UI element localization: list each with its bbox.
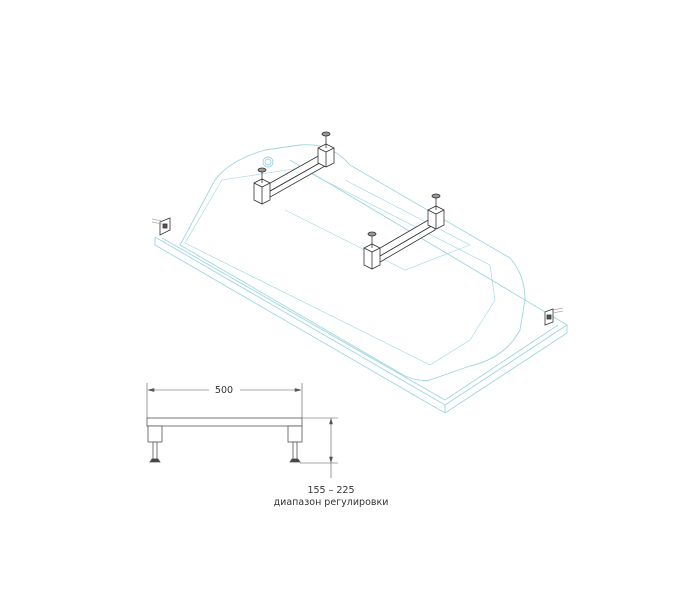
wall-clip-right (544, 307, 564, 326)
frame-side-view (146, 417, 303, 463)
height-range-caption: диапазон регулировки (274, 497, 389, 508)
support-frame-1 (253, 131, 335, 205)
height-range-label: 155 – 225 (307, 485, 354, 496)
bathtub-outline (154, 144, 568, 414)
width-dimension (146, 383, 303, 418)
support-frame-2 (363, 193, 445, 270)
height-dimension (300, 417, 338, 478)
wall-clip-left (151, 217, 171, 236)
width-dimension-label: 500 (215, 385, 233, 396)
